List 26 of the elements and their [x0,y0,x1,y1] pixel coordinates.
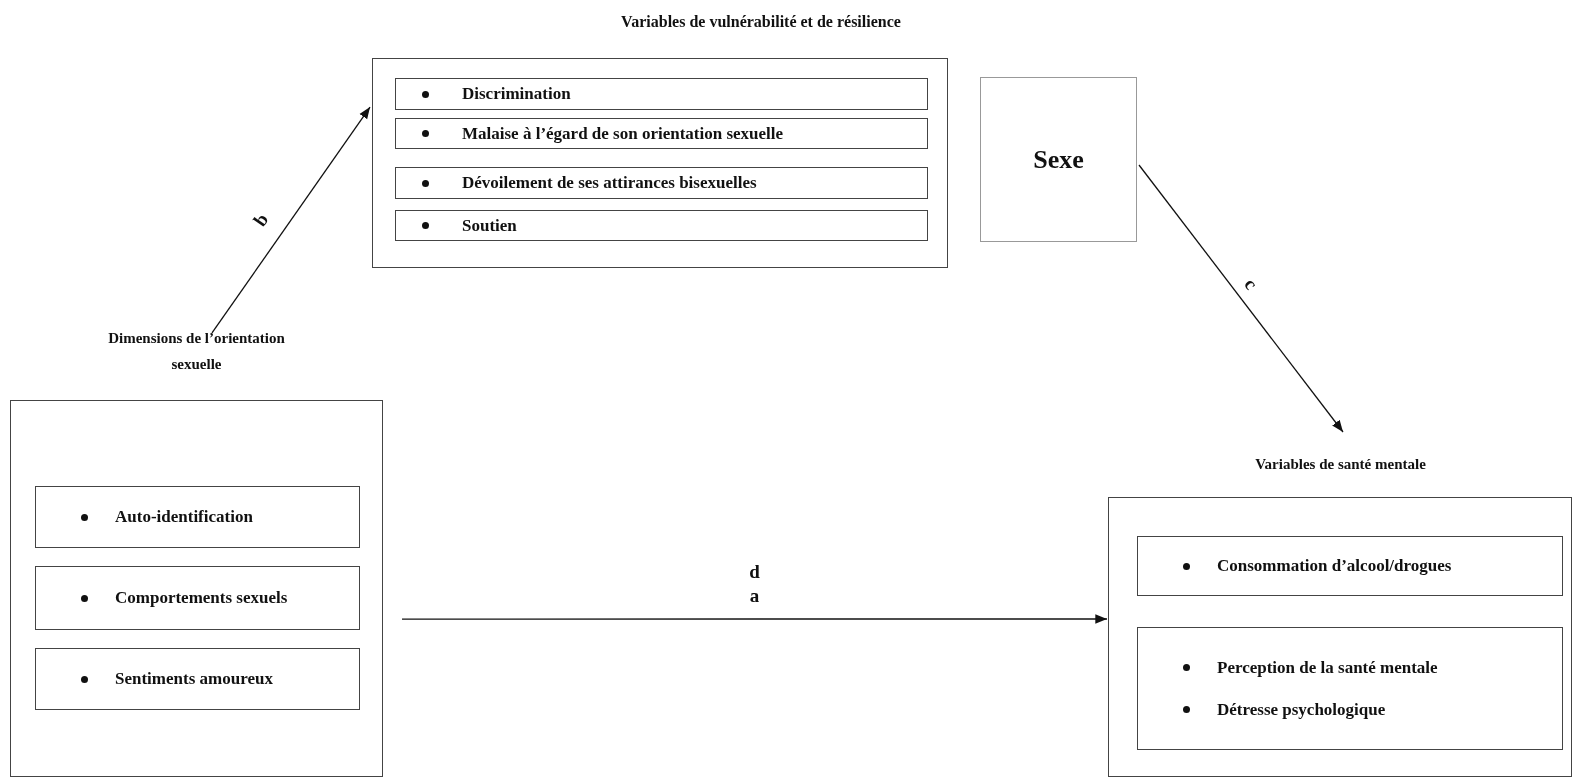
item-text: Discrimination [462,84,571,104]
item-text: Perception de la santé mentale [1217,657,1438,678]
item-box [395,118,928,149]
item-box [1137,536,1563,596]
item-text: Consommation d’alcool/drogues [1217,556,1452,576]
item-box [395,167,928,199]
arrow [401,614,1108,624]
arrow [1138,164,1344,433]
item-text: Soutien [462,215,517,236]
factor-box: Sexe [980,77,1137,242]
item-box [395,210,928,241]
arrow [211,106,371,334]
item-text: Détresse psychologique [1217,699,1386,720]
item-text: Dévoilement de ses attirances bisexuelles [462,173,757,193]
item-box [35,486,360,548]
item-box [395,78,928,110]
item-text: Sentiments amoureux [115,669,273,689]
group-heading: Variables de santé mentale [1254,455,1427,474]
item-text: Comportements sexuels [115,588,288,608]
item-box [35,648,360,710]
item-text: Malaise à l’égard de son orientation sexuelle [462,123,784,144]
item-box [1137,627,1563,750]
item-box [35,566,360,630]
group-heading: Variables de vulnérabilité et de résilience [620,12,902,32]
item-text: Auto-identification [115,507,253,527]
group-heading: Dimensions de l’orientation sexuelle [107,329,286,374]
